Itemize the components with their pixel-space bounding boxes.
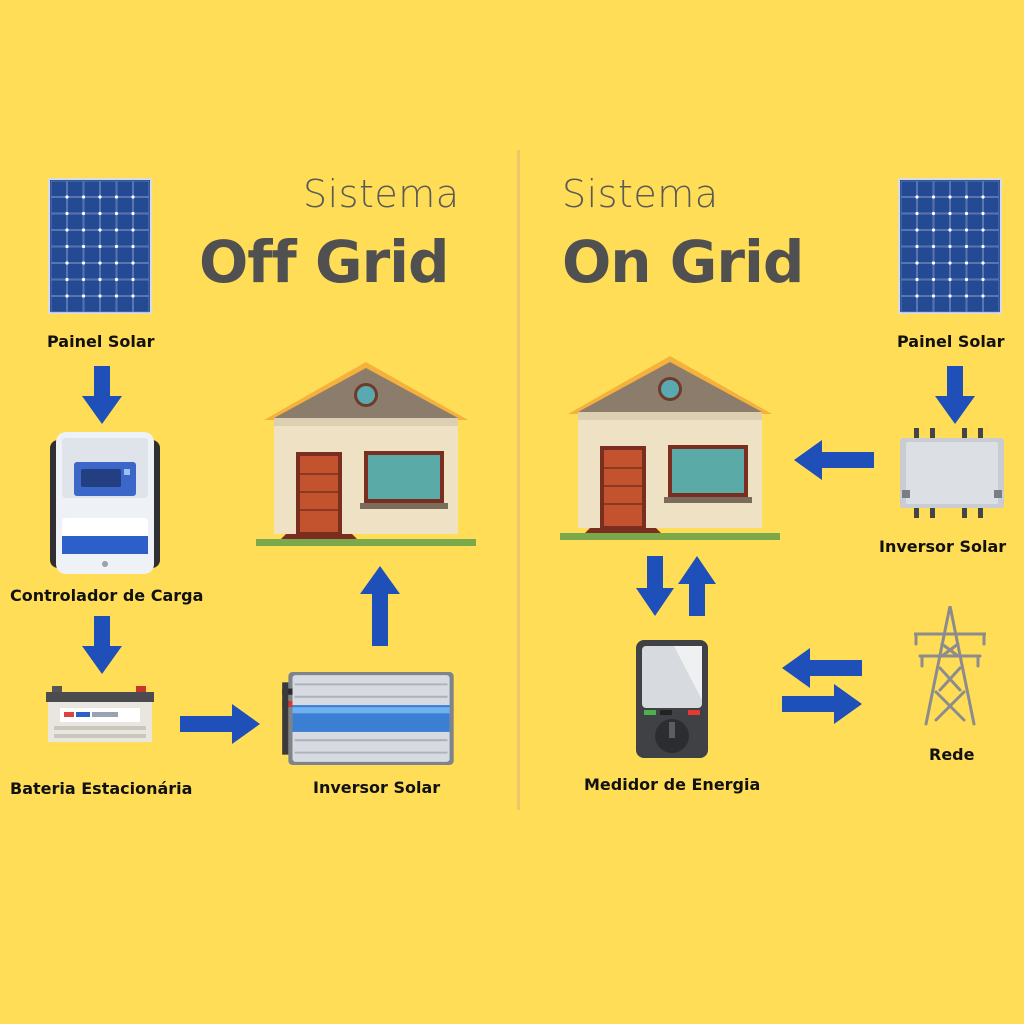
charge-controller-icon (50, 432, 160, 574)
battery-icon (46, 686, 154, 746)
ongrid-solar-panel-icon (898, 178, 1002, 314)
ongrid-label-painel: Painel Solar (897, 332, 1005, 351)
transmission-tower-icon (914, 606, 986, 726)
arrow-down-icon (636, 556, 674, 616)
arrow-down-icon (82, 616, 122, 674)
offgrid-title-bottom: Off Grid (199, 228, 450, 296)
offgrid-title-top: Sistema (303, 172, 460, 216)
offgrid-label-inversor: Inversor Solar (313, 778, 441, 797)
ongrid-house-icon (560, 356, 780, 540)
ongrid-label-medidor: Medidor de Energia (584, 775, 761, 794)
arrow-right-icon (180, 704, 260, 744)
arrow-up-icon (360, 566, 400, 646)
offgrid-solar-panel-icon (48, 178, 152, 314)
offgrid-label-controlador: Controlador de Carga (10, 586, 204, 605)
arrow-up-icon (678, 556, 716, 616)
arrow-left-icon (782, 648, 862, 688)
arrow-down-icon (82, 366, 122, 424)
ongrid-label-rede: Rede (929, 745, 975, 764)
micro-inverter-icon (900, 428, 1004, 518)
energy-meter-icon (636, 640, 708, 758)
inverter-icon (282, 672, 458, 765)
offgrid-label-painel: Painel Solar (47, 332, 155, 351)
offgrid-house-icon (256, 362, 476, 546)
arrow-left-icon (794, 440, 874, 480)
offgrid-label-bateria: Bateria Estacionária (10, 779, 193, 798)
ongrid-title-top: Sistema (562, 172, 719, 216)
ongrid-label-inversor: Inversor Solar (879, 537, 1007, 556)
ongrid-title-bottom: On Grid (562, 228, 804, 296)
arrow-right-icon (782, 684, 862, 724)
arrow-down-icon (935, 366, 975, 424)
center-divider (517, 150, 520, 810)
